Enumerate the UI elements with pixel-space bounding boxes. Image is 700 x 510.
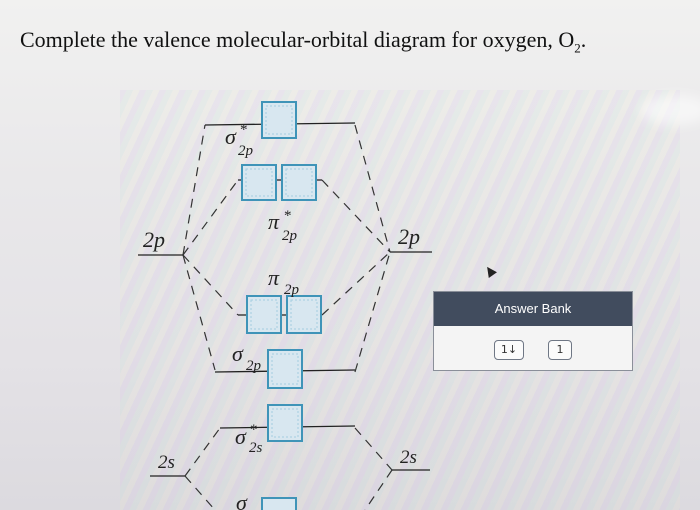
answer-bank-panel: Answer Bank 1↓ 1: [433, 291, 633, 371]
screen-glare: [640, 95, 700, 125]
sigma-2s-label: σ: [236, 490, 248, 510]
svg-text:σ: σ: [235, 424, 247, 449]
dash-right-2s-to-sigma-star: [354, 427, 393, 471]
svg-text:*: *: [284, 208, 292, 224]
left-2p-label: 2p: [143, 227, 165, 252]
orbital-box-sigma-star-2p[interactable]: [261, 101, 297, 139]
question-main-text: Complete the valence molecular-orbital d…: [20, 27, 575, 52]
answer-bank-title: Answer Bank: [434, 292, 632, 326]
svg-text:2p: 2p: [246, 358, 262, 374]
pi-2p-label: π 2p: [268, 265, 300, 298]
orbital-box-pi-2p-2[interactable]: [286, 295, 322, 334]
answer-tile-single-electron[interactable]: 1: [548, 340, 572, 360]
svg-text:2p: 2p: [284, 282, 300, 298]
question-end: .: [580, 27, 587, 52]
svg-text:*: *: [250, 422, 258, 438]
svg-text:σ: σ: [225, 124, 237, 149]
correlation-lines: [182, 124, 393, 510]
dash-left-2p-to-sigma-star: [182, 124, 206, 256]
pi-star-2p-label: π * 2p: [268, 208, 298, 244]
orbital-box-pi-star-2p-1[interactable]: [241, 164, 277, 201]
sigma-star-2s-label: σ * 2s: [235, 422, 263, 456]
sigma-2p-label: σ 2p: [232, 341, 262, 374]
dash-left-2s-to-sigma: [184, 475, 216, 510]
dash-left-2p-to-pi-star: [182, 179, 239, 256]
sigma-star-2p-label: σ * 2p: [225, 122, 254, 159]
svg-text:2p: 2p: [238, 143, 254, 159]
dash-right-2p-to-pi-star: [321, 179, 391, 253]
orbital-box-sigma-2s[interactable]: [261, 497, 297, 510]
dash-right-2p-to-pi: [321, 251, 391, 316]
dash-right-2p-to-sigma: [354, 251, 391, 373]
answer-tile-paired-electrons[interactable]: 1↓: [494, 340, 524, 360]
svg-text:π: π: [268, 265, 280, 290]
orbital-box-pi-star-2p-2[interactable]: [281, 164, 317, 201]
svg-text:2p: 2p: [282, 228, 298, 244]
left-2s-label: 2s: [158, 452, 175, 473]
svg-text:π: π: [268, 209, 280, 234]
svg-text:2s: 2s: [249, 440, 263, 456]
question-text: Complete the valence molecular-orbital d…: [20, 27, 586, 56]
right-2s-label: 2s: [400, 447, 417, 468]
dash-right-2s-to-sigma: [364, 469, 393, 510]
orbital-box-sigma-2p[interactable]: [267, 349, 303, 389]
dash-left-2s-to-sigma-star: [184, 427, 221, 477]
dash-left-2p-to-sigma: [182, 254, 216, 371]
dash-left-2p-to-pi: [182, 254, 239, 316]
svg-text:σ: σ: [232, 341, 244, 366]
svg-text:σ: σ: [236, 490, 248, 510]
question-subscript: 2: [574, 40, 581, 56]
right-2p-label: 2p: [398, 224, 420, 249]
orbital-box-sigma-star-2s[interactable]: [267, 404, 303, 442]
svg-text:*: *: [240, 122, 248, 138]
dash-right-2p-to-sigma-star: [354, 124, 391, 253]
orbital-box-pi-2p-1[interactable]: [246, 295, 282, 334]
